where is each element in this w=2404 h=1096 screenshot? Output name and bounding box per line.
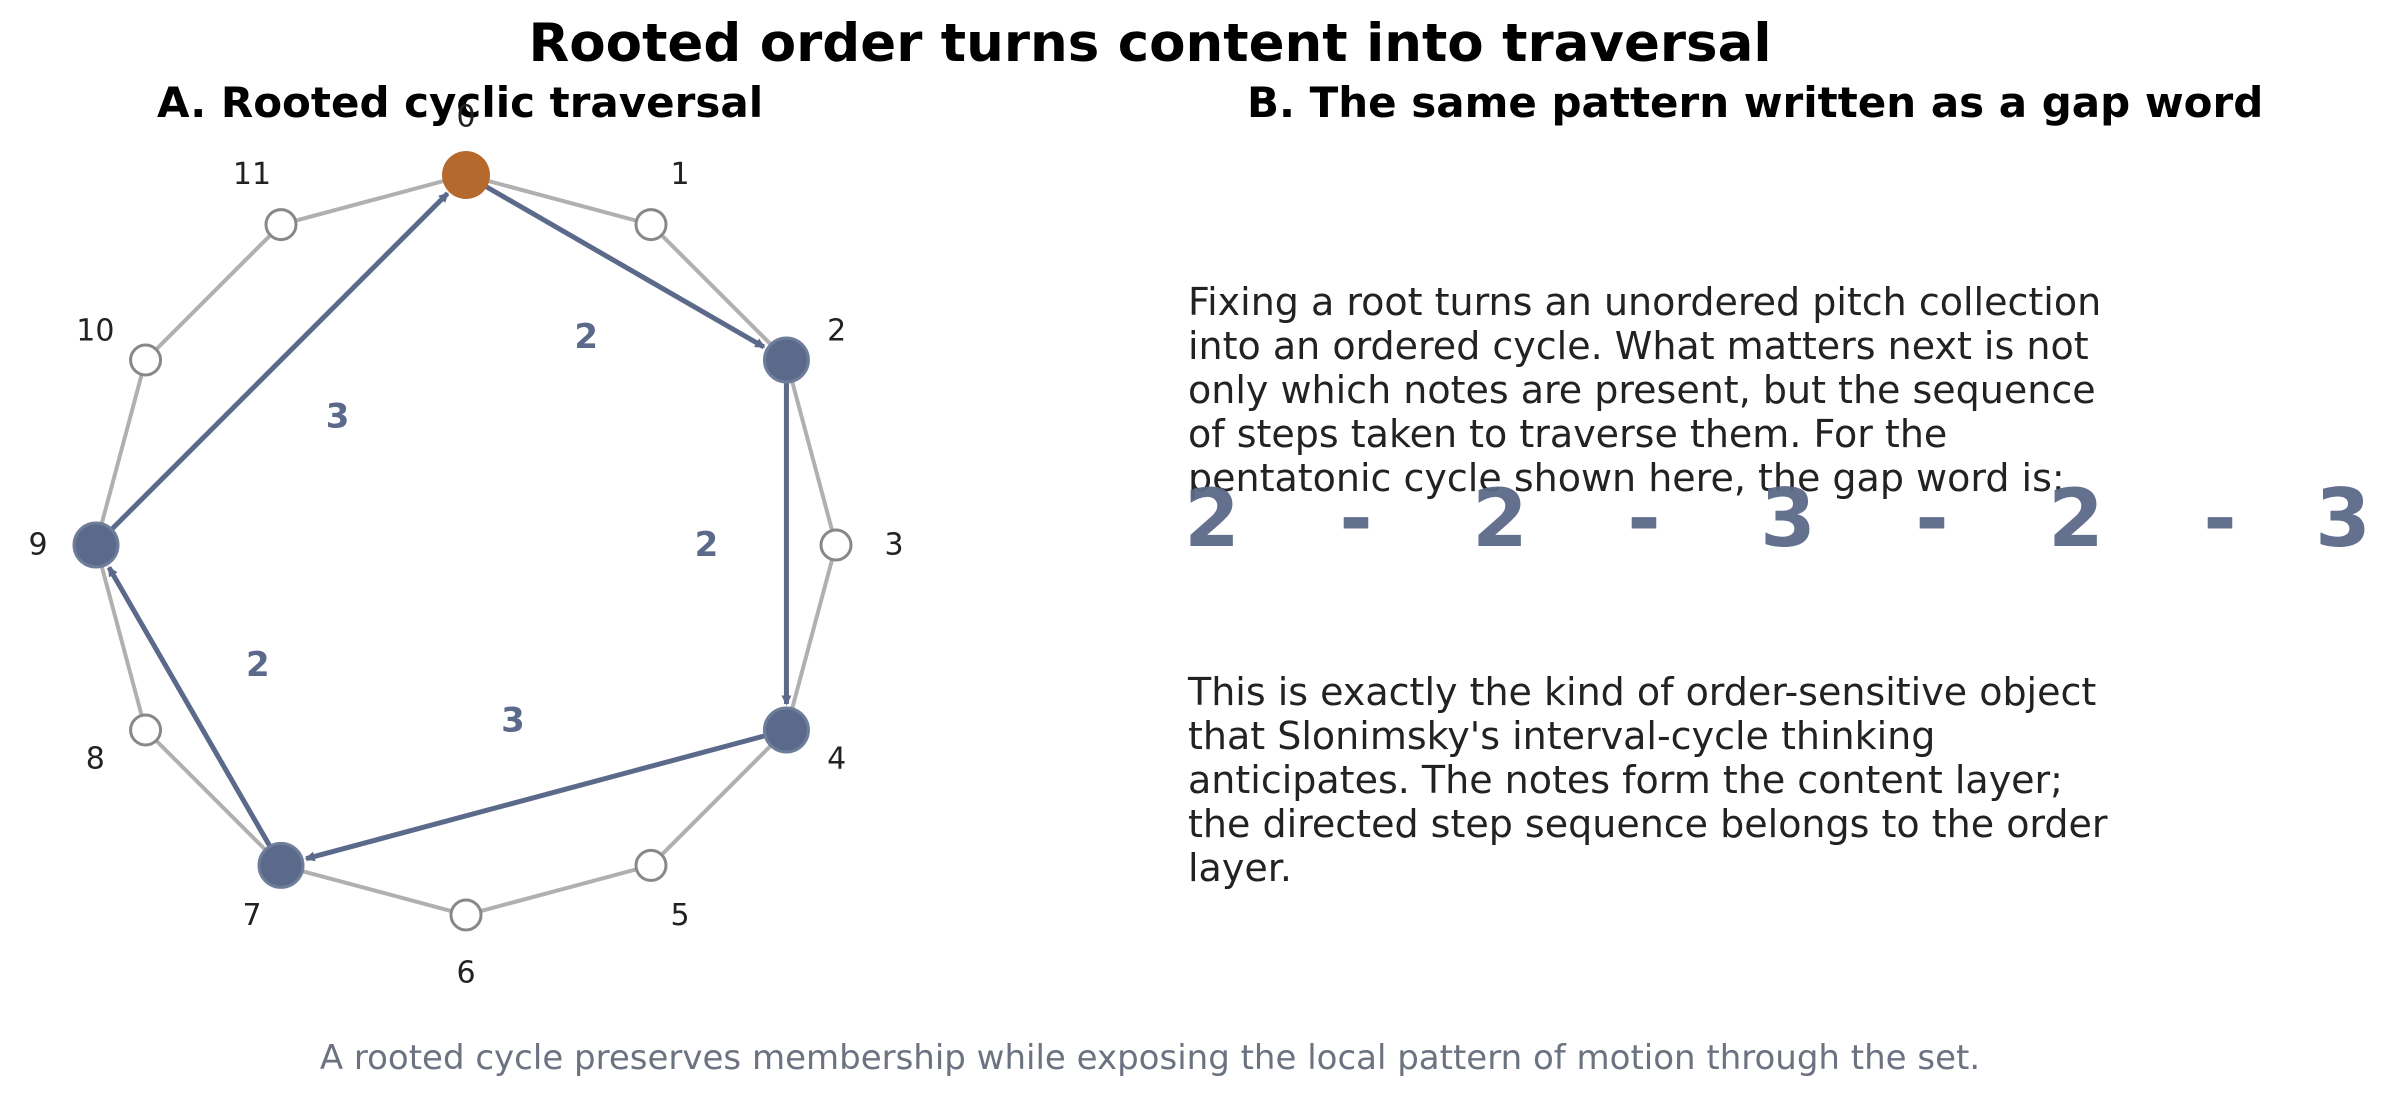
pitch-label: 9 bbox=[28, 528, 47, 563]
panel-b-title: B. The same pattern written as a gap wor… bbox=[1247, 78, 2264, 127]
pitch-node bbox=[634, 208, 668, 242]
explanation-paragraph-1: Fixing a root turns an unordered pitch c… bbox=[1188, 280, 2102, 500]
step-label: 2 bbox=[574, 317, 598, 357]
pitch-node bbox=[819, 528, 853, 562]
pitch-nodes bbox=[72, 151, 853, 932]
gap-word-token: 3 bbox=[1760, 472, 1816, 565]
step-label: 3 bbox=[501, 700, 525, 740]
step-label: 3 bbox=[326, 397, 350, 437]
traversal-path bbox=[95, 173, 792, 865]
traversal-edge bbox=[95, 191, 450, 546]
gap-word-token: 3 bbox=[2315, 472, 2371, 565]
cyclic-traversal-diagram: 2 2 3 2 3 0 1 2 3 4 5 6 7 8 9 10 11 bbox=[28, 100, 903, 991]
pitch-node bbox=[449, 898, 483, 932]
gap-word-separator: - bbox=[1339, 472, 1373, 565]
pitch-label: 8 bbox=[86, 742, 105, 777]
gap-word-token: 2 bbox=[1184, 472, 1240, 565]
figure-caption: A rooted cycle preserves membership whil… bbox=[319, 1038, 1981, 1078]
traversal-edge bbox=[466, 173, 766, 350]
pitch-label: 0 bbox=[456, 100, 475, 135]
step-label: 2 bbox=[695, 525, 719, 565]
gap-word-separator: - bbox=[1627, 472, 1661, 565]
gap-word-token: 2 bbox=[2048, 472, 2104, 565]
root-node bbox=[442, 151, 490, 199]
traversal-edge bbox=[304, 728, 786, 862]
pitch-label: 3 bbox=[884, 528, 903, 563]
gap-word-separator: - bbox=[2203, 472, 2237, 565]
pitch-node bbox=[634, 848, 668, 882]
selected-pitch-node bbox=[762, 336, 810, 384]
pitch-label: 4 bbox=[827, 742, 846, 777]
selected-pitch-node bbox=[762, 706, 810, 754]
selected-pitch-node bbox=[72, 521, 120, 569]
pitch-node bbox=[129, 343, 163, 377]
explanation-paragraph-2: This is exactly the kind of order-sensit… bbox=[1188, 670, 2108, 890]
step-labels: 2 2 3 2 3 bbox=[246, 317, 718, 741]
step-label: 2 bbox=[246, 645, 270, 685]
pitch-label: 2 bbox=[827, 314, 846, 349]
gap-word-separator: - bbox=[1915, 472, 1949, 565]
gap-word-token: 2 bbox=[1472, 472, 1528, 565]
selected-pitch-node bbox=[257, 841, 305, 889]
gap-word: 2 - 2 - 3 - 2 - 3 bbox=[0, 474, 2404, 564]
pitch-label: 1 bbox=[670, 157, 689, 192]
pitch-node bbox=[129, 713, 163, 747]
traversal-edge bbox=[106, 566, 283, 865]
main-title: Rooted order turns content into traversa… bbox=[528, 13, 1772, 74]
pitch-node bbox=[264, 208, 298, 242]
pitch-label: 10 bbox=[76, 314, 114, 349]
pitch-label: 6 bbox=[456, 956, 475, 991]
pitch-label: 11 bbox=[233, 157, 271, 192]
pitch-label: 7 bbox=[242, 898, 261, 933]
pitch-labels: 0 1 2 3 4 5 6 7 8 9 10 11 bbox=[28, 100, 903, 991]
pitch-label: 5 bbox=[670, 898, 689, 933]
panel-a-title: A. Rooted cyclic traversal bbox=[157, 78, 764, 127]
